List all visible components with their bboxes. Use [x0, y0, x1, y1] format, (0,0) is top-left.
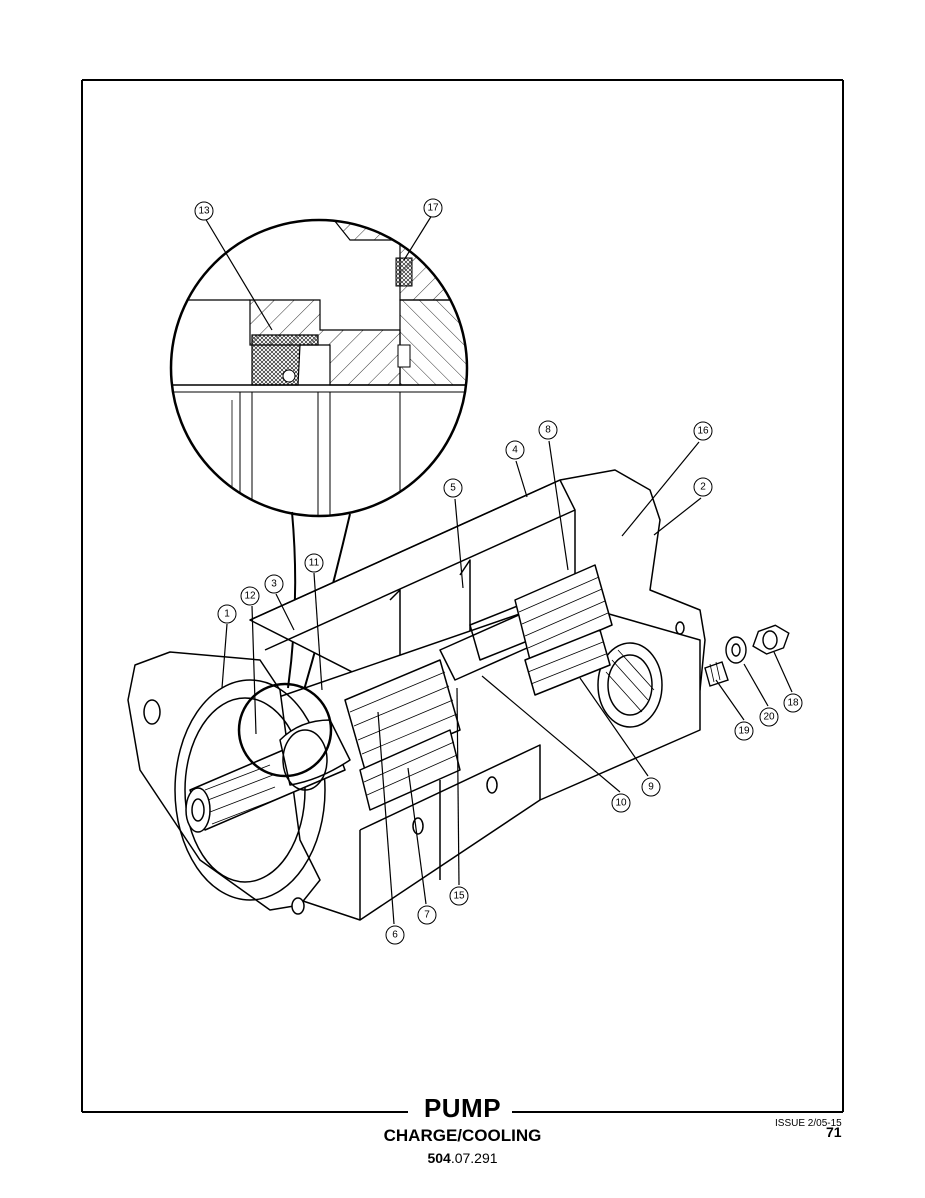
- page-number: 71: [826, 1124, 842, 1140]
- callout-16: 16: [693, 421, 713, 441]
- seal-detail-magnifier: [169, 218, 469, 691]
- svg-text:4: 4: [512, 445, 518, 456]
- svg-text:15: 15: [453, 891, 465, 902]
- svg-text:3: 3: [271, 579, 277, 590]
- svg-text:19: 19: [738, 726, 750, 737]
- seal-detail-circle: [237, 682, 333, 778]
- callout-15: 15: [449, 886, 469, 906]
- svg-text:18: 18: [787, 698, 799, 709]
- page-subtitle: CHARGE/COOLING: [383, 1126, 542, 1145]
- callout-5: 5: [443, 478, 463, 498]
- svg-text:11: 11: [309, 558, 320, 569]
- callout-18: 19: [734, 721, 754, 741]
- callout-4: 4: [505, 440, 525, 460]
- page-title: PUMP: [423, 1093, 502, 1123]
- svg-text:1: 1: [224, 609, 230, 620]
- document-code-suffix: .07.291: [450, 1150, 498, 1166]
- svg-text:13: 13: [198, 206, 210, 217]
- pump-assembly: [127, 469, 706, 921]
- svg-text:2: 2: [700, 482, 706, 493]
- callout-1: 1: [217, 604, 237, 624]
- svg-text:20: 20: [763, 712, 775, 723]
- document-code-prefix: 504: [427, 1150, 451, 1166]
- hardware-parts: [704, 624, 790, 687]
- callout-6: 6: [385, 925, 405, 945]
- callout-9: 9: [641, 777, 661, 797]
- callout-17: 17: [423, 198, 443, 218]
- callout-13: 13: [194, 201, 214, 221]
- callout-8: 8: [538, 420, 558, 440]
- callout-12: 12: [240, 586, 260, 606]
- callout-11: 11: [304, 553, 324, 573]
- svg-text:7: 7: [424, 910, 430, 921]
- callout-2: 2: [693, 477, 713, 497]
- callout-19: 18: [783, 693, 803, 713]
- callout-7: 7: [417, 905, 437, 925]
- document-code: 504.07.291: [0, 1150, 925, 1166]
- svg-text:10: 10: [615, 798, 627, 809]
- svg-text:8: 8: [545, 425, 551, 436]
- callout-10: 10: [611, 793, 631, 813]
- svg-text:16: 16: [697, 426, 709, 437]
- issue-date: ISSUE 2/05-15: [775, 1118, 842, 1129]
- leader-lines: [204, 214, 793, 925]
- svg-text:9: 9: [648, 782, 654, 793]
- svg-text:17: 17: [427, 203, 439, 214]
- svg-text:5: 5: [450, 483, 456, 494]
- callout-20: 20: [759, 707, 779, 727]
- page-frame: [81, 79, 844, 1113]
- callout-3: 3: [264, 574, 284, 594]
- callout-bubbles: 13 17 8 4 16 2 5 11 3 12 1 18 20 19 9 10…: [194, 198, 803, 945]
- svg-text:6: 6: [392, 930, 398, 941]
- svg-text:12: 12: [244, 591, 256, 602]
